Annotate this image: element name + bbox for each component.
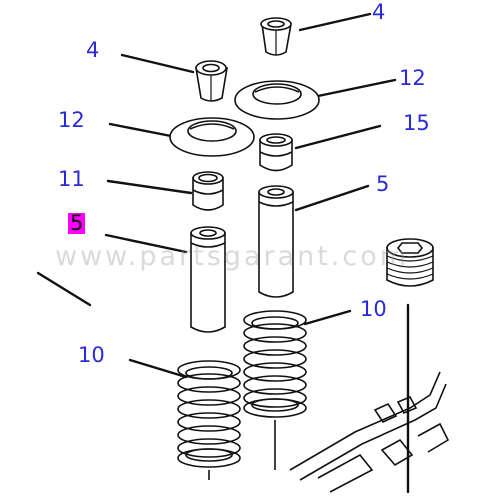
callout-11: 11 xyxy=(58,167,85,191)
callout-12-right: 12 xyxy=(399,66,426,90)
spring-retainer-right xyxy=(234,80,320,120)
callout-10-left: 10 xyxy=(78,343,105,367)
valve-guide-right xyxy=(258,185,294,298)
callout-12-left: 12 xyxy=(58,108,85,132)
callout-10-right: 10 xyxy=(360,297,387,321)
valve-guide-left xyxy=(190,226,226,333)
callout-4-left: 4 xyxy=(86,38,100,62)
watermark: www.partsgarant.com xyxy=(55,241,410,272)
valve-collet-right xyxy=(260,17,292,56)
callout-15: 15 xyxy=(403,111,430,135)
valve-spring-right xyxy=(243,310,307,418)
valve-seal-right xyxy=(259,133,293,172)
cylinder-head-fragment xyxy=(208,371,450,493)
callout-5-right: 5 xyxy=(376,172,390,196)
valve-collet-left xyxy=(195,60,228,102)
leader-lines xyxy=(36,12,397,379)
callout-5-left-highlighted: 5 xyxy=(68,211,86,235)
threaded-plug xyxy=(386,238,434,494)
callout-4-top: 4 xyxy=(372,0,386,24)
valve-spring-left xyxy=(177,360,241,468)
spring-retainer-left xyxy=(169,117,255,157)
valve-seal-left xyxy=(192,171,224,211)
